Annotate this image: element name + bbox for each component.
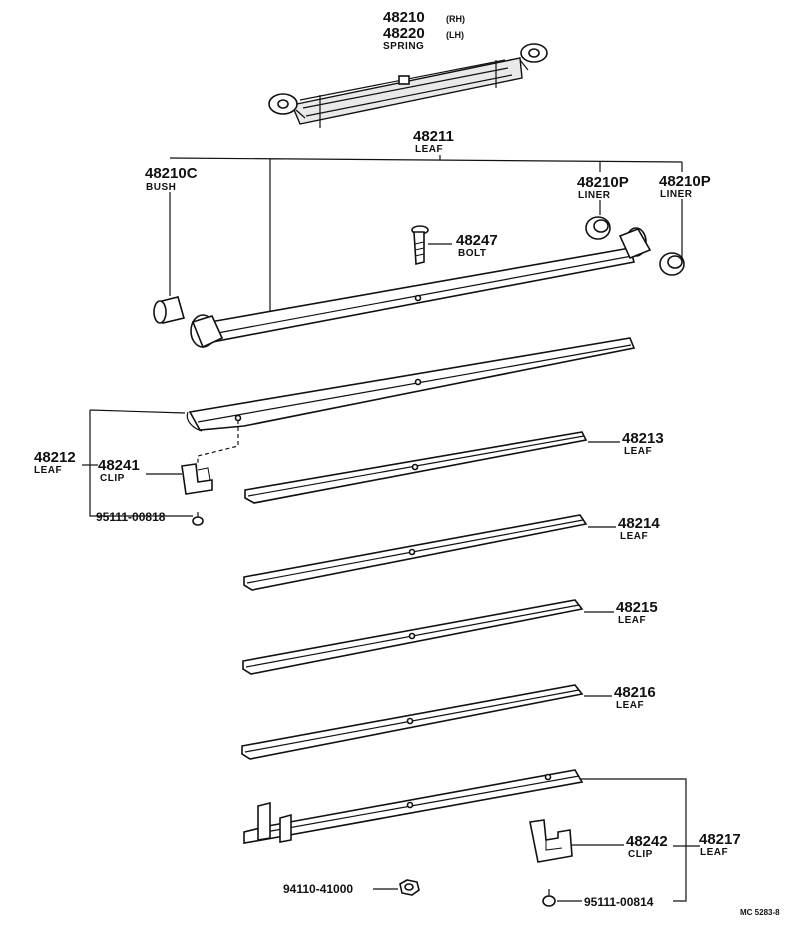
bolt-illustration (411, 225, 429, 266)
bush-name: BUSH (146, 182, 176, 193)
leaf-7-name: LEAF (700, 847, 728, 858)
clip-1-illustration (181, 463, 213, 495)
clip-2-illustration (529, 819, 573, 863)
spring-lh-number: 48220 (383, 25, 425, 42)
leaf-4-illustration (243, 514, 588, 591)
leaf-5-number: 48215 (616, 599, 658, 616)
leaf-2-name: LEAF (34, 465, 62, 476)
spring-rh-number: 48210 (383, 9, 425, 26)
liner-a-number: 48210P (577, 174, 629, 191)
leaf-2-illustration (186, 337, 636, 432)
clip-2-number: 48242 (626, 833, 668, 850)
liner-b-illustration (659, 252, 685, 276)
leaf-4-name: LEAF (620, 531, 648, 542)
nut-number: 94110-41000 (283, 882, 353, 896)
leaf-4-number: 48214 (618, 515, 660, 532)
diagram-code: MC 5283-8 (740, 908, 780, 917)
leaf-main-illustration (190, 227, 652, 349)
spring-rh-label: (RH) (446, 14, 465, 24)
spring-assembly-illustration (268, 43, 548, 128)
liner-a-illustration (585, 216, 611, 240)
leaf-5-illustration (242, 599, 584, 675)
leaf-main-leader (169, 155, 683, 318)
spring-lh-label: (LH) (446, 30, 464, 40)
bush-illustration (153, 296, 185, 324)
liner-a-name: LINER (578, 190, 611, 201)
leaf-7-illustration (243, 769, 584, 844)
rivet-2-number: 95111-00814 (584, 895, 654, 909)
leaf-6-illustration (241, 684, 584, 760)
bush-number: 48210C (145, 165, 198, 182)
leaf-3-number: 48213 (622, 430, 664, 447)
leaf-3-illustration (244, 431, 588, 504)
rivet-1-illustration (192, 512, 204, 526)
nut-illustration (399, 879, 420, 896)
rivet-1-number: 95111-00818 (96, 510, 166, 524)
clip-2-name: CLIP (628, 849, 653, 860)
spring-name: SPRING (383, 41, 424, 52)
clip-1-name: CLIP (100, 473, 125, 484)
leaf-6-name: LEAF (616, 700, 644, 711)
liner-b-name: LINER (660, 189, 693, 200)
leaf-6-number: 48216 (614, 684, 656, 701)
liner-b-number: 48210P (659, 173, 711, 190)
leaf-main-name: LEAF (415, 144, 443, 155)
bolt-number: 48247 (456, 232, 498, 249)
leaf-main-number: 48211 (413, 128, 454, 145)
leaf-5-name: LEAF (618, 615, 646, 626)
bolt-name: BOLT (458, 248, 486, 259)
leaf-2-number: 48212 (34, 449, 76, 466)
leaf-7-number: 48217 (699, 831, 741, 848)
leaf-3-name: LEAF (624, 446, 652, 457)
rivet-2-illustration (542, 889, 556, 907)
clip-1-number: 48241 (98, 457, 140, 474)
